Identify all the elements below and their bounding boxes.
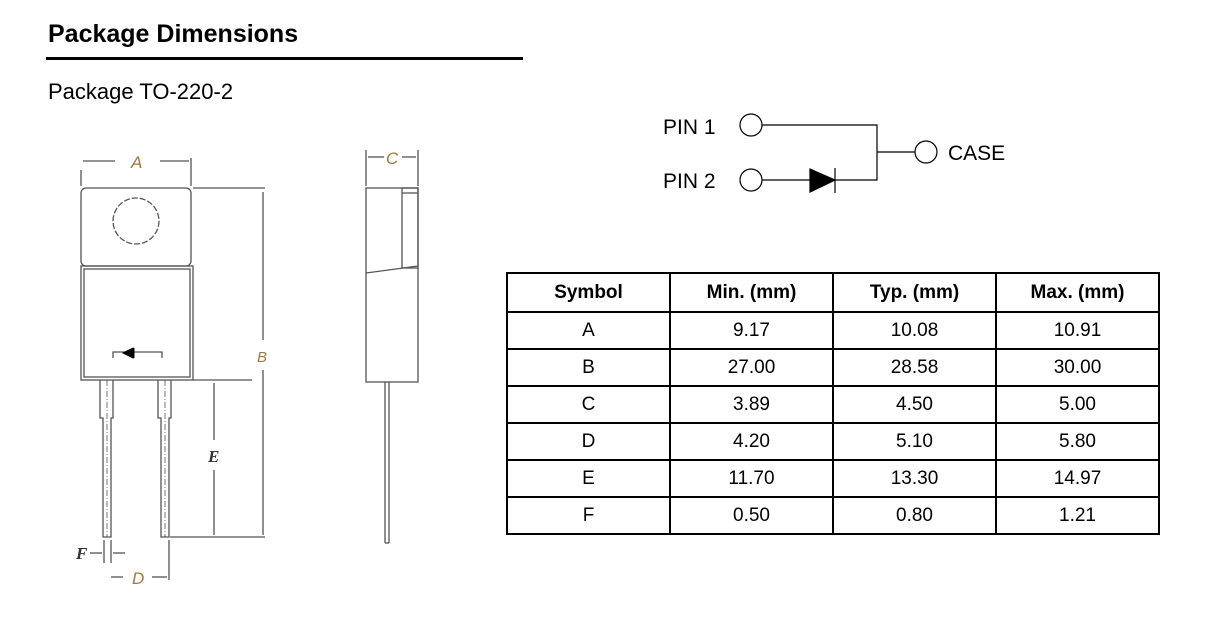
dim-label-f: F <box>75 544 88 563</box>
cell: A <box>506 311 671 350</box>
cell: 28.58 <box>832 348 997 387</box>
header-symbol: Symbol <box>506 272 671 313</box>
header-max: Max. (mm) <box>995 272 1160 313</box>
cell: 30.00 <box>995 348 1160 387</box>
package-label: Package TO-220-2 <box>48 79 234 104</box>
section-title: Package Dimensions <box>48 20 299 48</box>
cell: 4.20 <box>669 422 834 461</box>
cell: 10.91 <box>995 311 1160 350</box>
cell: 27.00 <box>669 348 834 387</box>
pin1-label: PIN 1 <box>663 116 716 139</box>
dim-label-a: A <box>130 153 142 172</box>
cell: 5.00 <box>995 385 1160 424</box>
cell: 13.30 <box>832 459 997 498</box>
diode-marking-icon <box>121 347 135 359</box>
header-typ: Typ. (mm) <box>832 272 997 313</box>
dim-label-c: C <box>386 149 399 168</box>
cell: F <box>506 496 671 535</box>
cell: 5.10 <box>832 422 997 461</box>
side-view <box>365 150 419 544</box>
cell: 11.70 <box>669 459 834 498</box>
case-label: CASE <box>948 142 1005 165</box>
cell: E <box>506 459 671 498</box>
dim-label-d: D <box>132 569 144 588</box>
cell: 14.97 <box>995 459 1160 498</box>
cell: 4.50 <box>832 385 997 424</box>
cell: 0.80 <box>832 496 997 535</box>
dim-label-e: E <box>207 447 219 466</box>
cell: 9.17 <box>669 311 834 350</box>
front-view <box>80 158 265 580</box>
schematic <box>739 113 938 193</box>
cell: D <box>506 422 671 461</box>
cell: 10.08 <box>832 311 997 350</box>
dim-label-b: B <box>257 349 267 366</box>
pin2-label: PIN 2 <box>663 170 716 193</box>
cell: C <box>506 385 671 424</box>
title-underline <box>46 57 523 60</box>
diode-symbol-icon <box>809 168 837 193</box>
table-header-row: Symbol Min. (mm) Typ. (mm) Max. (mm) <box>506 272 1160 313</box>
cell: 5.80 <box>995 422 1160 461</box>
cell: 3.89 <box>669 385 834 424</box>
cell: 1.21 <box>995 496 1160 535</box>
cell: B <box>506 348 671 387</box>
header-min: Min. (mm) <box>669 272 834 313</box>
cell: 0.50 <box>669 496 834 535</box>
